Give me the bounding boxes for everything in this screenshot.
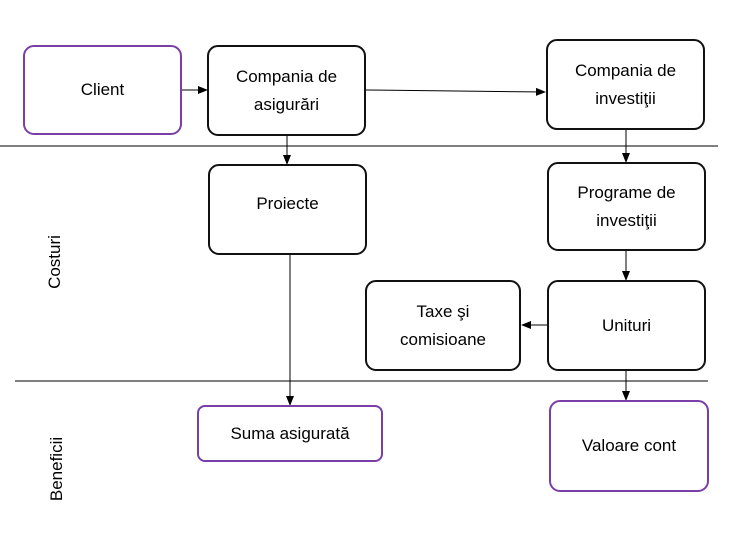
- node-client-label: Client: [80, 80, 125, 99]
- node-compania-investitii-label: Compania de investiţii: [574, 60, 677, 108]
- node-suma-asigurata-label: Suma asigurată: [230, 423, 350, 443]
- node-proiecte: Proiecte: [208, 164, 367, 255]
- node-taxe-comisioane-label: Taxe şi comisioane: [400, 301, 486, 349]
- node-proiecte-label: Proiecte: [256, 194, 319, 213]
- node-unituri: Unituri: [547, 280, 706, 371]
- node-programe-investitii-label: Programe de investiţii: [577, 182, 676, 230]
- arrow-asigurari-to-investitii: [365, 87, 546, 96]
- node-compania-investitii: Compania de investiţii: [546, 39, 705, 130]
- node-client: Client: [23, 45, 182, 135]
- node-valoare-cont: Valoare cont: [549, 400, 709, 492]
- node-compania-asigurari: Compania de asigurări: [207, 45, 366, 136]
- node-suma-asigurata: Suma asigurată: [197, 405, 383, 462]
- node-unituri-label: Unituri: [601, 315, 652, 335]
- node-valoare-cont-label: Valoare cont: [581, 436, 677, 455]
- section-label-beneficii: Beneficii: [47, 436, 66, 502]
- node-compania-asigurari-label: Compania de asigurări: [235, 66, 338, 114]
- node-programe-investitii: Programe de investiţii: [547, 162, 706, 251]
- node-taxe-comisioane: Taxe şi comisioane: [365, 280, 521, 371]
- section-label-costuri: Costuri: [45, 235, 64, 289]
